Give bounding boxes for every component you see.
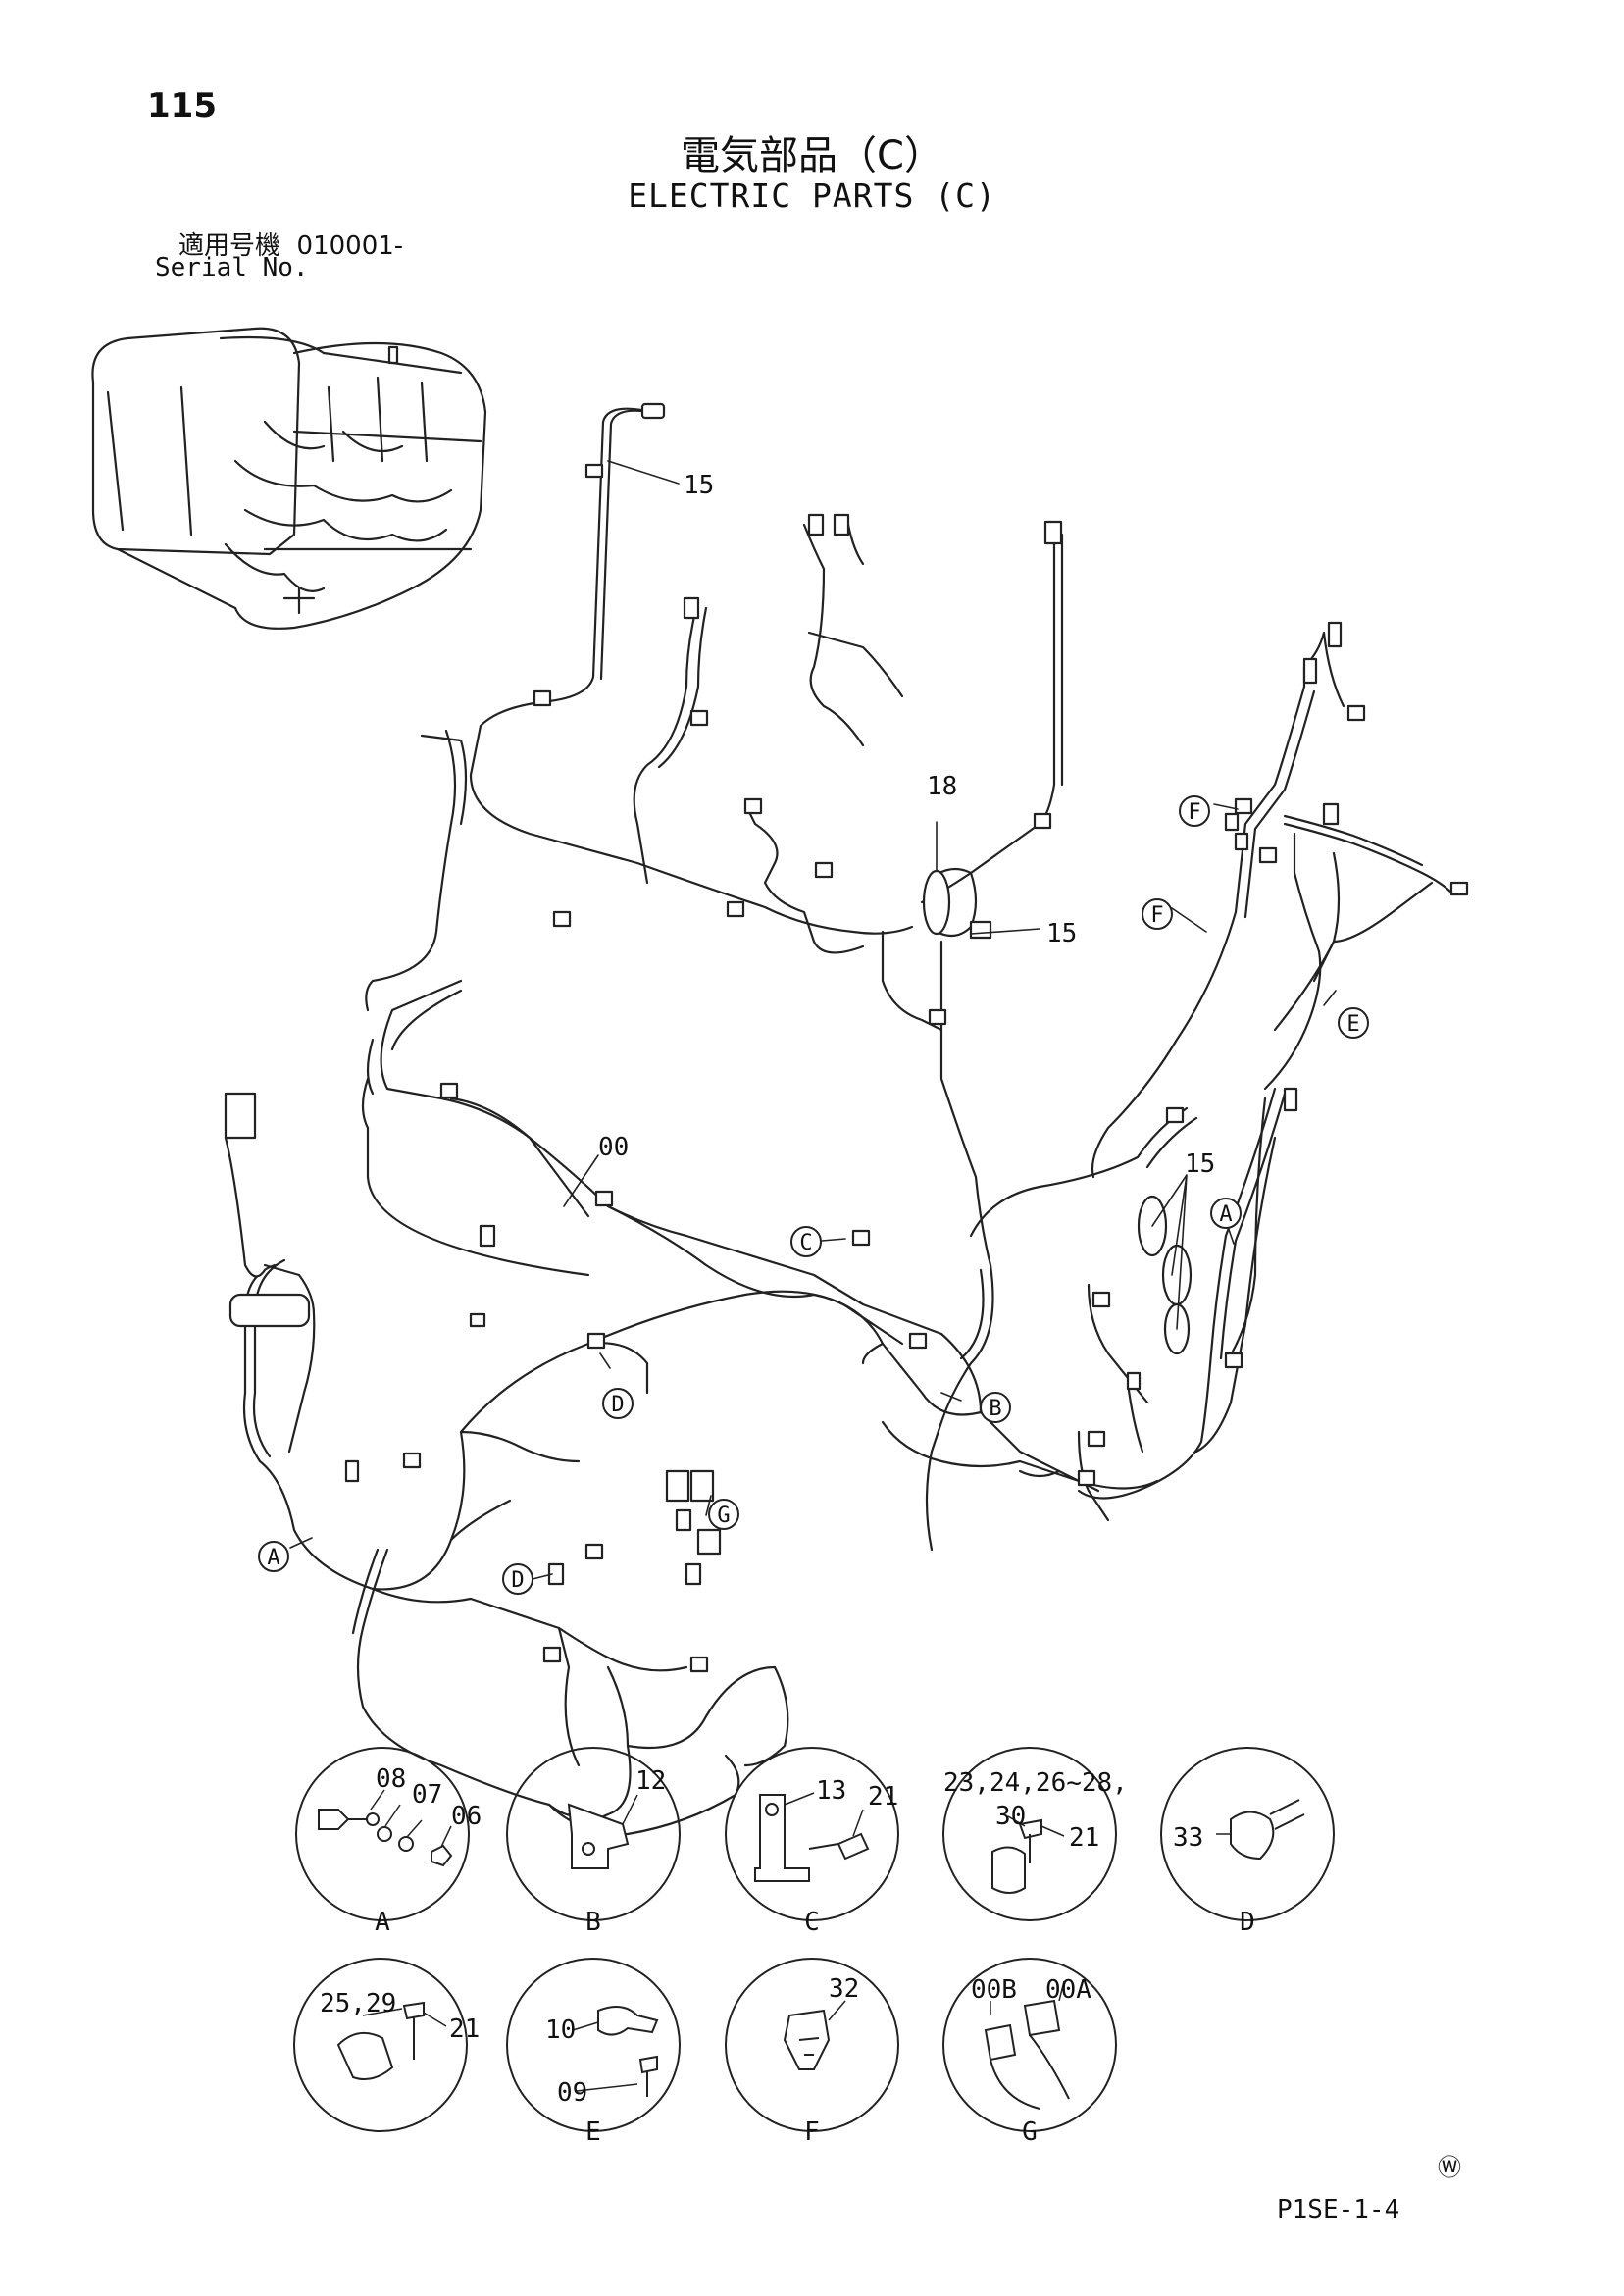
callout-15-right: 15 <box>1185 1149 1215 1179</box>
detail-letter-g: G <box>1022 2117 1038 2147</box>
detail-g-part-00a: 00A <box>1045 1975 1091 2005</box>
detail-letter-e: E <box>585 2117 601 2147</box>
page-title-japanese: 電気部品（C） <box>681 133 943 179</box>
ref-marker-a-right: A <box>1210 1198 1242 1229</box>
detail-g-part-00b: 00B <box>971 1975 1017 2005</box>
svg-text:F: F <box>1150 903 1163 928</box>
detail-clamp-part-21: 21 <box>449 2015 480 2044</box>
detail-g <box>942 1958 1117 2132</box>
detail-d-screw <box>942 1747 1117 1921</box>
detail-f-part-32: 32 <box>829 1974 859 2004</box>
svg-text:G: G <box>717 1504 730 1528</box>
copyright-mark: Ⓦ <box>1438 2154 1461 2181</box>
ref-marker-d-upper: D <box>602 1388 634 1419</box>
svg-text:B: B <box>989 1397 1001 1421</box>
detail-f <box>725 1958 899 2132</box>
detail-letter-c: C <box>804 1908 820 1937</box>
detail-a <box>295 1747 470 1921</box>
ref-marker-g: G <box>708 1499 739 1530</box>
detail-d-part-33: 33 <box>1173 1823 1203 1853</box>
callout-00: 00 <box>598 1133 629 1162</box>
detail-e-part-10: 10 <box>545 2015 576 2045</box>
main-wire-harness <box>242 407 1453 1836</box>
ref-marker-f-lower: F <box>1142 898 1173 930</box>
detail-c <box>725 1747 899 1921</box>
detail-screw-part-30: 30 <box>995 1802 1026 1831</box>
detail-a-part-08: 08 <box>376 1764 406 1794</box>
serial-value: 010001- <box>296 231 404 261</box>
ref-marker-f-upper: F <box>1179 795 1210 827</box>
detail-b-part-12: 12 <box>635 1766 666 1796</box>
detail-letter-a: A <box>375 1908 390 1937</box>
reference-markers: F F E A C B D G A D <box>258 795 1369 1595</box>
detail-views <box>293 1747 1335 2132</box>
detail-screw-parts-23-28: 23,24,26~28, <box>943 1768 1128 1798</box>
ref-marker-d-lower: D <box>502 1563 533 1595</box>
detail-part-labels: 08 07 06 12 13 21 23,24,26~28, 30 21 33 … <box>320 1764 1203 2108</box>
ref-marker-c: C <box>790 1226 822 1257</box>
callout-18: 18 <box>927 772 957 801</box>
detail-c-part-13: 13 <box>816 1776 846 1806</box>
svg-text:C: C <box>799 1231 812 1255</box>
callout-numbers: 15 18 15 00 15 <box>598 471 1215 1179</box>
page-title-english: ELECTRIC PARTS (C) <box>628 177 996 215</box>
detail-e-part-09: 09 <box>557 2078 587 2108</box>
detail-clamp-parts-25-29: 25,29 <box>320 1989 396 2018</box>
serial-label-japanese: 適用号機 010001- <box>178 226 403 262</box>
detail-a-part-06: 06 <box>451 1802 482 1831</box>
document-code: P1SE-1-4 <box>1277 2195 1400 2224</box>
leader-lines <box>289 460 1337 1580</box>
detail-e <box>506 1958 681 2132</box>
callout-15-middle: 15 <box>1046 919 1077 948</box>
detail-screw-part-21: 21 <box>1069 1823 1099 1853</box>
detail-letters: A B C D E F G <box>375 1908 1255 2147</box>
ref-marker-e: E <box>1338 1007 1369 1039</box>
svg-text:D: D <box>611 1393 624 1417</box>
ref-marker-b: B <box>980 1392 1011 1423</box>
connector-plugs <box>224 402 1469 1586</box>
serial-label-english: Serial No. <box>155 253 309 282</box>
svg-text:A: A <box>1219 1202 1232 1227</box>
detail-d <box>1160 1747 1335 1921</box>
detail-c-part-21: 21 <box>868 1782 898 1811</box>
svg-text:E: E <box>1346 1012 1359 1037</box>
callout-15-top: 15 <box>684 471 714 500</box>
detail-b <box>506 1747 681 1921</box>
ref-marker-a-left: A <box>258 1541 289 1572</box>
svg-text:D: D <box>511 1568 524 1593</box>
detail-letter-f: F <box>804 2117 820 2147</box>
detail-screw-clamp <box>293 1958 468 2132</box>
serial-label-jp-text: 適用号機 <box>178 231 281 261</box>
harness-clips <box>402 463 1278 1673</box>
svg-text:A: A <box>267 1546 279 1570</box>
detail-letter-d: D <box>1240 1908 1255 1937</box>
svg-text:F: F <box>1188 800 1200 825</box>
page-number: 115 <box>147 86 217 126</box>
detail-letter-b: B <box>585 1908 601 1937</box>
excavator-overview-drawing <box>91 327 487 630</box>
detail-a-part-07: 07 <box>412 1780 442 1810</box>
